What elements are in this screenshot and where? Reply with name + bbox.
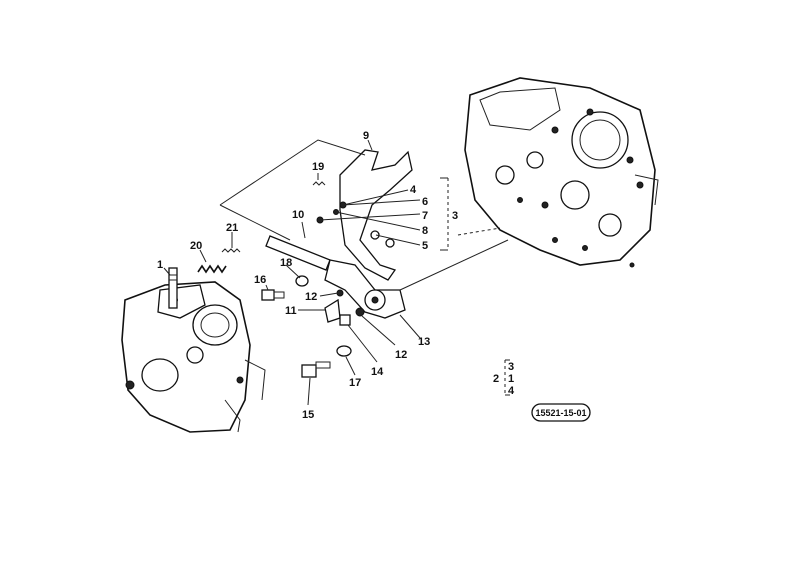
left-engine-block-housing — [121, 281, 266, 433]
assembly-legend: 3 2 1 4 — [493, 359, 515, 397]
callout-15: 15 — [302, 409, 314, 421]
callout-12-upper: 12 — [305, 291, 317, 303]
reference-code-text: 15521-15-01 — [535, 408, 586, 418]
part-10-shaft — [265, 235, 331, 271]
callout-11: 11 — [285, 305, 297, 317]
callout-17: 17 — [349, 377, 361, 389]
leader-lines — [163, 139, 421, 406]
callout-12-lower: 12 — [395, 349, 407, 361]
callout-21: 21 — [226, 222, 238, 234]
part-20-spring — [197, 264, 227, 274]
callout-16: 16 — [254, 274, 266, 286]
legend-2: 2 — [493, 373, 499, 385]
callout-10: 10 — [292, 209, 304, 221]
part-17-washer — [336, 345, 352, 357]
part-16-bolt — [261, 289, 285, 301]
callout-19: 19 — [312, 161, 324, 173]
part-9-shift-fork — [339, 149, 413, 281]
callout-8: 8 — [422, 225, 428, 237]
reference-code-badge: 15521-15-01 — [531, 403, 591, 422]
callout-4: 4 — [410, 184, 417, 196]
part-18-washer — [295, 275, 309, 287]
callout-7: 7 — [422, 210, 428, 222]
callout-6: 6 — [422, 196, 428, 208]
assembly-boundary — [219, 139, 501, 251]
part-1-stud — [168, 267, 178, 309]
callout-labels: 1 20 21 16 18 10 19 9 4 6 7 3 8 5 12 11 … — [157, 130, 458, 421]
callout-18: 18 — [280, 257, 292, 269]
callout-3: 3 — [452, 210, 458, 222]
right-gear-case-housing — [464, 77, 659, 268]
part-14-bolt — [339, 314, 351, 326]
callout-13: 13 — [418, 336, 430, 348]
parts-6-7-8-small-pins — [316, 201, 395, 248]
part-21-spring — [221, 248, 241, 253]
part-15-bolt — [301, 361, 331, 378]
legend-4: 4 — [508, 385, 515, 397]
callout-20: 20 — [190, 240, 202, 252]
callout-5: 5 — [422, 240, 428, 252]
callout-14: 14 — [371, 366, 384, 378]
callout-1: 1 — [157, 259, 163, 271]
part-11-bolt — [324, 298, 341, 323]
part-19-spring — [312, 181, 326, 186]
legend-3: 3 — [508, 361, 514, 373]
callout-9: 9 — [363, 130, 369, 142]
part-13-lever-bracket — [324, 239, 509, 319]
legend-1: 1 — [508, 373, 514, 385]
part-12-nut — [355, 307, 365, 317]
